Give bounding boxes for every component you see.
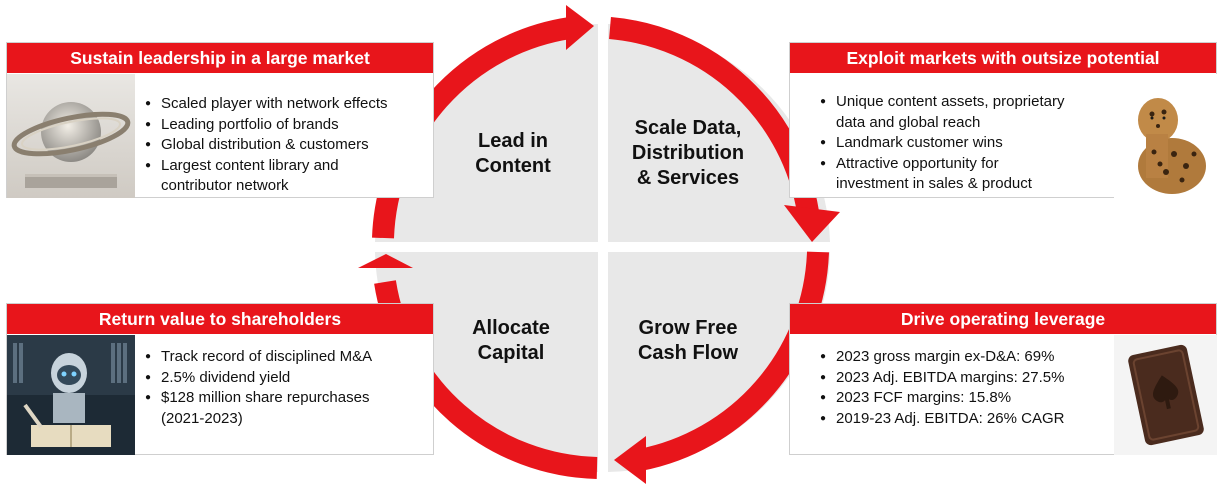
card-title: Return value to shareholders (7, 304, 433, 334)
bullet-list: 2023 gross margin ex-D&A: 69% 2023 Adj. … (820, 347, 1120, 429)
arrowhead-right-icon (784, 205, 840, 242)
card-title: Drive operating leverage (790, 304, 1216, 334)
list-item: 2019-23 Adj. EBITDA: 26% CAGR (820, 409, 1120, 430)
arrowhead-left-icon (358, 254, 413, 268)
robot-reading-image (7, 335, 135, 455)
quadrant-label-line: & Services (636, 167, 740, 189)
card-exploit-markets: Exploit markets with outsize potential U… (789, 42, 1217, 198)
list-item: 2023 Adj. EBITDA margins: 27.5% (820, 368, 1120, 389)
list-item: Landmark customer wins (820, 133, 1120, 154)
leopard-image (1114, 74, 1217, 198)
list-item: Global distribution & customers (145, 135, 435, 156)
arrowhead-bottom-icon (614, 436, 646, 484)
card-title: Sustain leadership in a large market (7, 43, 433, 73)
ace-of-spades-card-image (1114, 335, 1217, 455)
quadrant-label-line: Allocate (472, 317, 550, 339)
quadrant-label-grow-free-cash-flow: Grow Free Cash Flow (603, 316, 773, 366)
list-item-continuation: (2021-2023) (161, 409, 243, 427)
card-title: Exploit markets with outsize potential (790, 43, 1216, 73)
list-item-continuation: data and global reach (836, 113, 981, 131)
list-item: Largest content library and (145, 156, 435, 177)
bullet-list: Scaled player with network effects Leadi… (145, 94, 435, 197)
bullet-list: Unique content assets, proprietary data … (820, 92, 1120, 195)
list-item: Attractive opportunity for (820, 154, 1120, 175)
list-item: Leading portfolio of brands (145, 115, 435, 136)
quadrant-label-line: Grow Free (638, 317, 738, 339)
cycle-arc-bottom-right (637, 251, 829, 471)
card-sustain-leadership: Sustain leadership in a large market Sca… (6, 42, 434, 198)
list-item: 2.5% dividend yield (145, 368, 430, 389)
list-item-continuation: contributor network (161, 177, 289, 194)
list-item-continuation: investment in sales & product (836, 175, 1032, 192)
card-operating-leverage: Drive operating leverage 2023 gross marg… (789, 303, 1217, 455)
quadrant-label-scale-data: Scale Data, Distribution & Services (603, 116, 773, 191)
quadrant-label-lead-in-content: Lead in Content (428, 129, 598, 179)
bullet-list: Track record of disciplined M&A 2.5% div… (145, 347, 430, 429)
arrowhead-top-icon (566, 5, 594, 50)
quadrant-label-line: Lead in (477, 130, 548, 152)
quadrant-label-allocate-capital: Allocate Capital (426, 316, 596, 366)
saturn-sculpture-image (7, 74, 135, 198)
list-item: 2023 FCF margins: 15.8% (820, 388, 1120, 409)
quadrant-top-right (608, 24, 830, 242)
card-return-value: Return value to shareholders Track recor… (6, 303, 434, 455)
list-item: Track record of disciplined M&A (145, 347, 430, 368)
quadrant-label-line: Capital (477, 342, 545, 364)
quadrant-label-line: Content (475, 155, 551, 177)
list-item: Unique content assets, proprietary (820, 92, 1120, 113)
quadrant-label-line: Cash Flow (637, 342, 738, 364)
quadrant-bottom-right (608, 252, 830, 472)
quadrant-label-line: Scale Data, (634, 117, 742, 139)
quadrant-label-line: Distribution (631, 142, 745, 164)
list-item: 2023 gross margin ex-D&A: 69% (820, 347, 1120, 368)
list-item: Scaled player with network effects (145, 94, 435, 115)
list-item: $128 million share repurchases (145, 388, 430, 409)
